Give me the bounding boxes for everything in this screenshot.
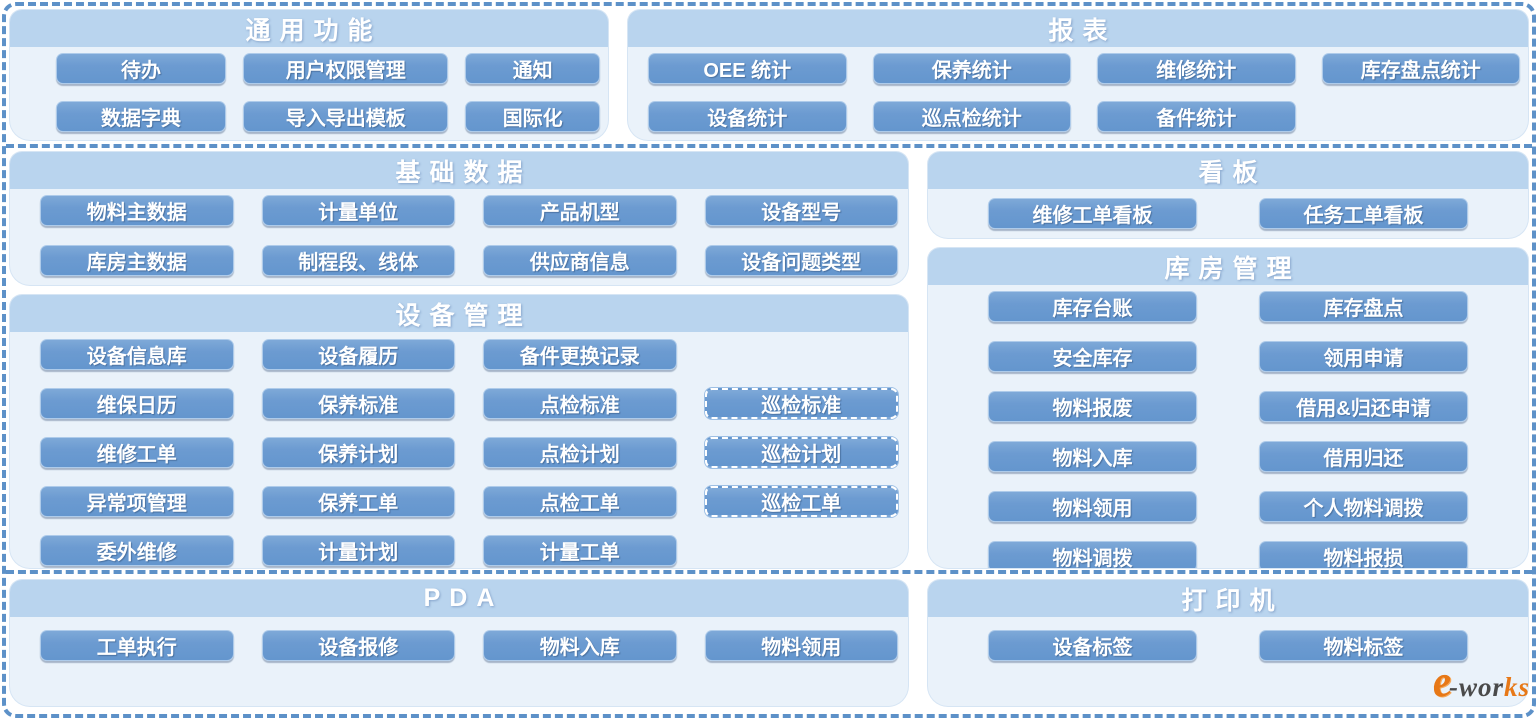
btn-product-model[interactable]: 产品机型 xyxy=(483,195,677,226)
btn-material-scrap[interactable]: 物料报废 xyxy=(988,391,1197,422)
panel-general-functions: 通用功能 待办 用户权限管理 通知 数据字典 导入导出模板 国际化 xyxy=(10,10,608,140)
btn-patrol-plan[interactable]: 巡检计划 xyxy=(704,437,898,468)
btn-material-requisition[interactable]: 物料领用 xyxy=(988,491,1197,522)
btn-spare-parts-statistics[interactable]: 备件统计 xyxy=(1097,101,1296,132)
btn-inventory-count[interactable]: 库存盘点 xyxy=(1259,291,1468,322)
btn-equipment-model[interactable]: 设备型号 xyxy=(704,195,898,226)
btn-user-permission-management[interactable]: 用户权限管理 xyxy=(243,53,449,84)
panel-kanban: 看板 维修工单看板 任务工单看板 xyxy=(928,152,1528,238)
eworks-logo: e -wor ks xyxy=(1429,655,1530,708)
btn-spot-check-plan[interactable]: 点检计划 xyxy=(483,437,677,468)
panel-general-functions-title: 通用功能 xyxy=(10,10,608,47)
btn-spare-part-replacement-record[interactable]: 备件更换记录 xyxy=(483,339,677,370)
btn-notification[interactable]: 通知 xyxy=(465,53,600,84)
panel-printer: 打印机 设备标签 物料标签 xyxy=(928,580,1528,706)
btn-patrol-spot-check-statistics[interactable]: 巡点检统计 xyxy=(872,101,1071,132)
eworks-logo-e: e xyxy=(1429,655,1456,708)
btn-material-transfer[interactable]: 物料调拨 xyxy=(988,541,1197,568)
btn-inventory-ledger[interactable]: 库存台账 xyxy=(988,291,1197,322)
btn-warehouse-master-data[interactable]: 库房主数据 xyxy=(40,245,234,276)
btn-material-master-data[interactable]: 物料主数据 xyxy=(40,195,234,226)
btn-equipment-statistics[interactable]: 设备统计 xyxy=(648,101,847,132)
btn-pda-work-order-execution[interactable]: 工单执行 xyxy=(40,630,234,661)
btn-unit-of-measure[interactable]: 计量单位 xyxy=(261,195,455,226)
panel-equipment-management-title: 设备管理 xyxy=(10,295,908,332)
btn-repair-work-order[interactable]: 维修工单 xyxy=(40,437,234,468)
btn-pda-material-inbound[interactable]: 物料入库 xyxy=(483,630,677,661)
btn-equipment-problem-type[interactable]: 设备问题类型 xyxy=(704,245,898,276)
btn-internationalization[interactable]: 国际化 xyxy=(465,101,600,132)
btn-spot-check-work-order[interactable]: 点检工单 xyxy=(483,486,677,517)
btn-borrow-return-request[interactable]: 借用&归还申请 xyxy=(1259,391,1468,422)
panel-pda: PDA 工单执行 设备报修 物料入库 物料领用 xyxy=(10,580,908,706)
btn-spot-check-standard[interactable]: 点检标准 xyxy=(483,388,677,419)
btn-upkeep-standard[interactable]: 保养标准 xyxy=(261,388,455,419)
btn-upkeep-work-order[interactable]: 保养工单 xyxy=(261,486,455,517)
panel-basic-data: 基础数据 物料主数据 计量单位 产品机型 设备型号 库房主数据 制程段、线体 供… xyxy=(10,152,908,285)
btn-supplier-info[interactable]: 供应商信息 xyxy=(483,245,677,276)
btn-pda-material-requisition[interactable]: 物料领用 xyxy=(704,630,898,661)
btn-abnormal-item-management[interactable]: 异常项管理 xyxy=(40,486,234,517)
panel-warehouse-management: 库房管理 库存台账 库存盘点 安全库存 领用申请 物料报废 借用&归还申请 物料… xyxy=(928,248,1528,568)
btn-data-dictionary[interactable]: 数据字典 xyxy=(56,101,226,132)
dashed-separator-top xyxy=(6,144,1532,148)
btn-import-export-template[interactable]: 导入导出模板 xyxy=(243,101,449,132)
btn-safety-stock[interactable]: 安全库存 xyxy=(988,341,1197,372)
btn-upkeep-statistics[interactable]: 保养统计 xyxy=(872,53,1071,84)
btn-equipment-info-library[interactable]: 设备信息库 xyxy=(40,339,234,370)
btn-personal-material-transfer[interactable]: 个人物料调拨 xyxy=(1259,491,1468,522)
dashed-separator-bottom xyxy=(6,570,1532,574)
btn-metering-work-order[interactable]: 计量工单 xyxy=(483,535,677,566)
btn-material-damage[interactable]: 物料报损 xyxy=(1259,541,1468,568)
panel-pda-title: PDA xyxy=(10,580,908,617)
btn-pda-equipment-repair-report[interactable]: 设备报修 xyxy=(261,630,455,661)
btn-todo[interactable]: 待办 xyxy=(56,53,226,84)
btn-task-order-board[interactable]: 任务工单看板 xyxy=(1259,198,1468,229)
btn-patrol-standard[interactable]: 巡检标准 xyxy=(704,388,898,419)
btn-upkeep-plan[interactable]: 保养计划 xyxy=(261,437,455,468)
eworks-logo-ks: ks xyxy=(1503,672,1530,702)
eworks-logo-wor: -wor xyxy=(1448,672,1504,702)
btn-process-segment-line[interactable]: 制程段、线体 xyxy=(261,245,455,276)
panel-printer-title: 打印机 xyxy=(928,580,1528,617)
btn-patrol-work-order[interactable]: 巡检工单 xyxy=(704,486,898,517)
panel-warehouse-management-title: 库房管理 xyxy=(928,248,1528,285)
panel-reports: 报表 OEE 统计 保养统计 维修统计 库存盘点统计 设备统计 巡点检统计 备件… xyxy=(628,10,1528,140)
btn-maintenance-calendar[interactable]: 维保日历 xyxy=(40,388,234,419)
btn-oee-statistics[interactable]: OEE 统计 xyxy=(648,53,847,84)
btn-repair-statistics[interactable]: 维修统计 xyxy=(1097,53,1296,84)
btn-requisition-request[interactable]: 领用申请 xyxy=(1259,341,1468,372)
btn-equipment-label[interactable]: 设备标签 xyxy=(988,630,1197,661)
btn-equipment-history[interactable]: 设备履历 xyxy=(261,339,455,370)
btn-outsourced-repair[interactable]: 委外维修 xyxy=(40,535,234,566)
btn-inventory-count-statistics[interactable]: 库存盘点统计 xyxy=(1321,53,1520,84)
panel-equipment-management: 设备管理 设备信息库 设备履历 备件更换记录 维保日历 保养标准 点检标准 巡检… xyxy=(10,295,908,568)
panel-basic-data-title: 基础数据 xyxy=(10,152,908,189)
btn-material-inbound[interactable]: 物料入库 xyxy=(988,441,1197,472)
btn-borrow-return[interactable]: 借用归还 xyxy=(1259,441,1468,472)
panel-kanban-title: 看板 xyxy=(928,152,1528,189)
btn-material-label[interactable]: 物料标签 xyxy=(1259,630,1468,661)
btn-metering-plan[interactable]: 计量计划 xyxy=(261,535,455,566)
btn-repair-order-board[interactable]: 维修工单看板 xyxy=(988,198,1197,229)
panel-reports-title: 报表 xyxy=(628,10,1528,47)
